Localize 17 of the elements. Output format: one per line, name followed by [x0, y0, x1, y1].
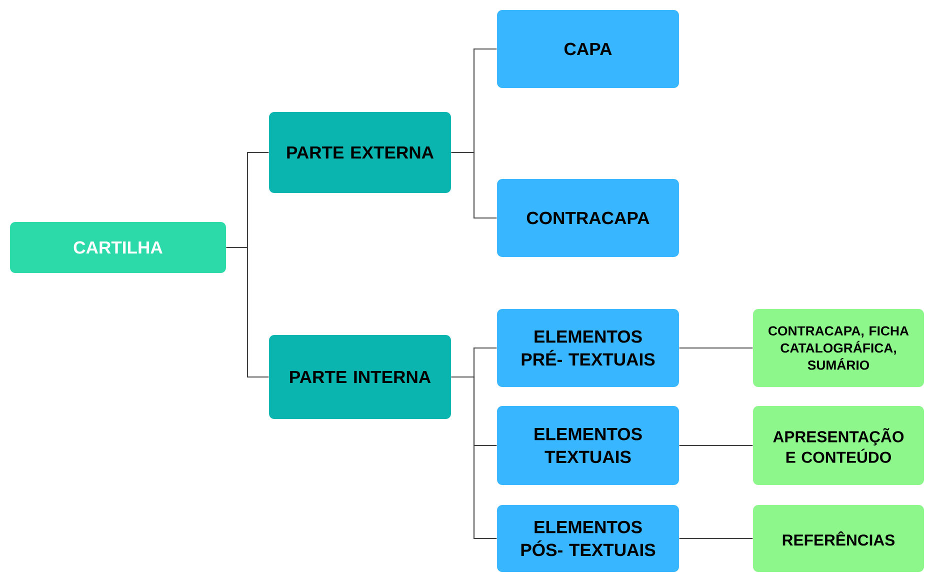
section-box: ELEMENTOS PRÉ- TEXTUAIS	[497, 309, 679, 387]
connector-line	[451, 152, 497, 219]
connector-line	[679, 347, 753, 349]
category-box: PARTE EXTERNA	[269, 112, 451, 193]
content-box: APRESENTAÇÃO E CONTEÚDO	[753, 406, 924, 485]
section-box: ELEMENTOS PÓS- TEXTUAIS	[497, 505, 679, 572]
connector-line	[451, 376, 497, 540]
section-box: CONTRACAPA	[497, 179, 679, 257]
content-box: REFERÊNCIAS	[753, 505, 924, 572]
category-box: PARTE INTERNA	[269, 335, 451, 419]
section-box: ELEMENTOS TEXTUAIS	[497, 406, 679, 485]
connector-line	[679, 444, 753, 446]
content-box: CONTRACAPA, FICHA CATALOGRÁFICA, SUMÁRIO	[753, 309, 924, 387]
section-box: CAPA	[497, 10, 679, 88]
connector-line	[226, 246, 269, 378]
connector-line	[679, 538, 753, 540]
root-box: CARTILHA	[10, 222, 226, 273]
